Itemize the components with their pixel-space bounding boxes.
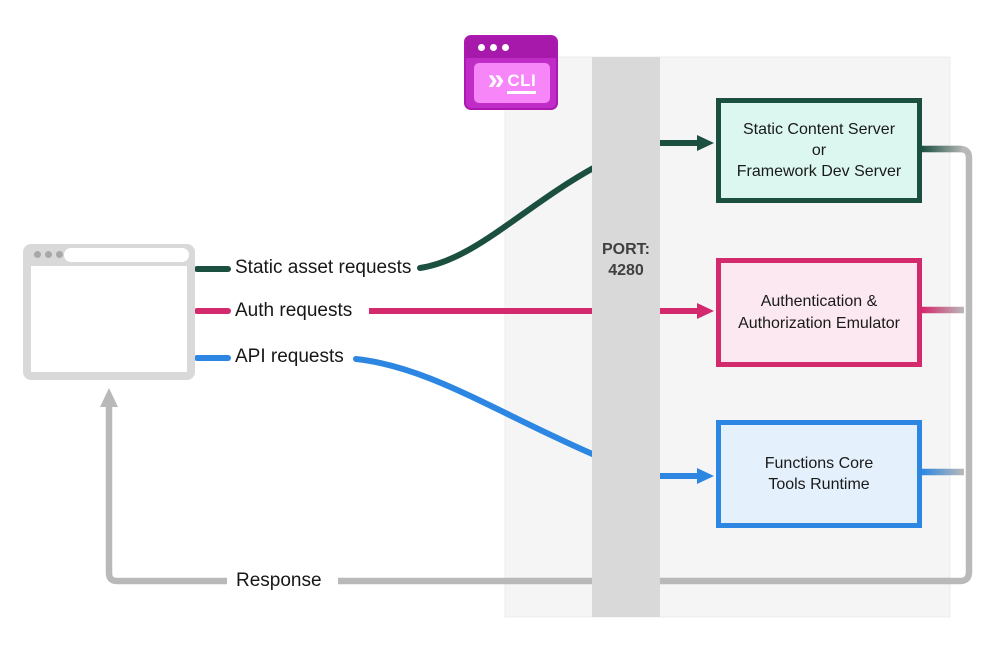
window-dot-icon: [478, 44, 485, 51]
auth-arrowhead-icon: [697, 303, 714, 319]
port-bar: [592, 57, 660, 617]
static-content-server-box: Static Content Server or Framework Dev S…: [716, 98, 922, 203]
cli-label: CLI: [507, 72, 537, 94]
api-requests-label: API requests: [235, 346, 344, 367]
api-requests-curve: [353, 356, 600, 459]
cli-chevron-icon: »: [487, 63, 505, 96]
cli-titlebar: [466, 37, 556, 58]
box-text-line: Tools Runtime: [768, 476, 870, 493]
box-text-line: Framework Dev Server: [736, 163, 902, 181]
window-dot-icon: [490, 44, 497, 51]
browser-window-icon: [23, 244, 195, 380]
box-text-line: Authentication &: [760, 293, 878, 311]
response-arrowhead-icon: [100, 388, 118, 407]
box-text-line: or: [811, 141, 827, 159]
box-text-line: Static Content Server: [742, 120, 896, 138]
port-label-line2: 4280: [608, 262, 644, 279]
api-arrowhead-icon: [697, 468, 714, 484]
static-arrowhead-icon: [697, 135, 714, 151]
port-label-line1: PORT:: [602, 241, 650, 258]
browser-viewport: [31, 266, 187, 372]
response-line-left: [105, 405, 227, 585]
browser-titlebar: [23, 244, 195, 266]
response-line-right: [338, 145, 973, 585]
window-dot-icon: [56, 251, 63, 258]
window-dot-icon: [34, 251, 41, 258]
auth-requests-label: Auth requests: [235, 300, 353, 321]
static-requests-curve: [417, 163, 600, 271]
port-label: PORT: 4280: [592, 239, 660, 281]
cli-terminal-panel: » CLI: [474, 63, 550, 103]
static-asset-requests-label: Static asset requests: [235, 257, 412, 278]
functions-runtime-box: Functions Core Tools Runtime: [716, 420, 922, 528]
box-text-line: Authorization Emulator: [738, 314, 900, 332]
auth-emulator-box: Authentication & Authorization Emulator: [716, 258, 922, 367]
window-dot-icon: [502, 44, 509, 51]
box-text-line: Functions Core: [764, 454, 874, 472]
cli-window-icon: » CLI: [464, 35, 558, 110]
window-dot-icon: [45, 251, 52, 258]
response-label: Response: [236, 570, 322, 591]
address-bar: [64, 248, 189, 262]
